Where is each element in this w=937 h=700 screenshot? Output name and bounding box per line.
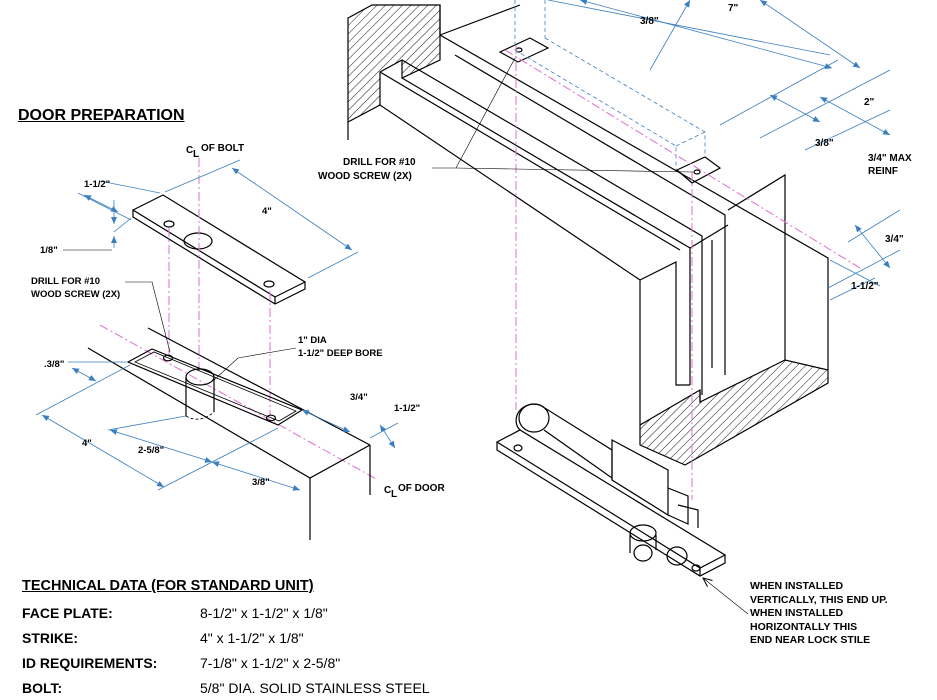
dim-mortise-length: 4" [82,438,92,449]
dim-frame-1-1-2: 1-1/2" [851,281,879,292]
install-note-line: VERTICALLY, THIS END UP. [750,593,888,606]
bore-line1: 1" DIA [298,335,327,346]
cl-door-symbol: C [384,485,391,496]
dim-side-3-4: 3/4" [350,392,368,403]
tech-row: STRIKE: 4" x 1-1/2" x 1/8" [22,625,482,650]
cl-door-sub: L [391,489,397,500]
bolt-assembly [495,403,749,615]
tech-key: FACE PLATE: [22,604,113,621]
drill-right-line2: WOOD SCREW (2X) [318,171,412,182]
cl-door-label: OF DOOR [398,483,445,494]
tech-row: ID REQUIREMENTS: 7-1/8" x 1-1/2" x 2-5/8… [22,650,482,675]
left-centerlines [99,158,379,481]
install-note-line: WHEN INSTALLED [750,580,844,592]
tech-value: 5/8" DIA. SOLID STAINLESS STEEL [200,679,430,696]
dim-frame-2: 2" [864,97,875,108]
tech-row: BOLT: 5/8" DIA. SOLID STAINLESS STEEL [22,675,482,700]
install-note: WHEN INSTALLED VERTICALLY, THIS END UP. … [750,580,888,648]
dim-frame-3-8: 3/8" [815,138,834,149]
tech-key: BOLT: [22,679,63,696]
strike-plate [131,194,307,305]
drill-left-line1: DRILL FOR #10 [31,276,100,287]
install-note-line: WHEN INSTALLED [750,607,844,619]
section-title: DOOR PREPARATION [18,107,185,124]
tech-value: 4" x 1-1/2" x 1/8" [200,629,304,646]
dim-plate-length: 4" [262,206,272,217]
tech-key: STRIKE: [22,629,78,646]
dim-mortise-depth: .3/8" [44,359,64,370]
drill-right-line1: DRILL FOR #10 [343,157,416,168]
dim-bore-depth: 2-5/8" [138,445,164,456]
left-dimensions [35,159,399,491]
tech-value: 8-1/2" x 1-1/2" x 1/8" [200,604,328,621]
dim-plate-width: 1-1/2" [84,179,110,190]
dim-edge-offset: 3/8" [252,477,270,488]
right-dimensions [432,0,901,301]
drawing-labels: C L OF BOLT C L OF DOOR DRILL FOR #10 WO… [31,3,912,500]
door-frame [347,0,829,466]
dim-side-1-1-2: 1-1/2" [394,403,420,414]
cl-bolt-symbol: C [186,145,193,156]
right-centerlines [504,45,861,500]
tech-key: ID REQUIREMENTS: [22,654,158,671]
dim-plate-thickness: 1/8" [40,245,58,256]
tech-value: 7-1/8" x 1-1/2" x 2-5/8" [200,654,341,671]
cl-bolt-label: OF BOLT [201,143,244,154]
reinf-line2: REINF [868,166,898,177]
door-edge-mortise [87,327,371,540]
install-note-line: END NEAR LOCK STILE [750,634,871,646]
technical-data: TECHNICAL DATA (FOR STANDARD UNIT) FACE … [22,578,482,700]
drill-left-line2: WOOD SCREW (2X) [31,289,120,300]
dim-frame-7: 7" [728,3,739,14]
dim-frame-3-4: 3/4" [885,234,904,245]
install-note-line: HORIZONTALLY THIS [750,620,858,633]
bore-line2: 1-1/2" DEEP BORE [298,348,383,359]
dim-frame-3-8-top: 3/8" [640,16,659,27]
cl-bolt-sub: L [193,149,199,160]
technical-data-title: TECHNICAL DATA (FOR STANDARD UNIT) [22,578,314,594]
tech-row: FACE PLATE: 8-1/2" x 1-1/2" x 1/8" [22,600,482,625]
reinf-line1: 3/4" MAX [868,153,912,164]
